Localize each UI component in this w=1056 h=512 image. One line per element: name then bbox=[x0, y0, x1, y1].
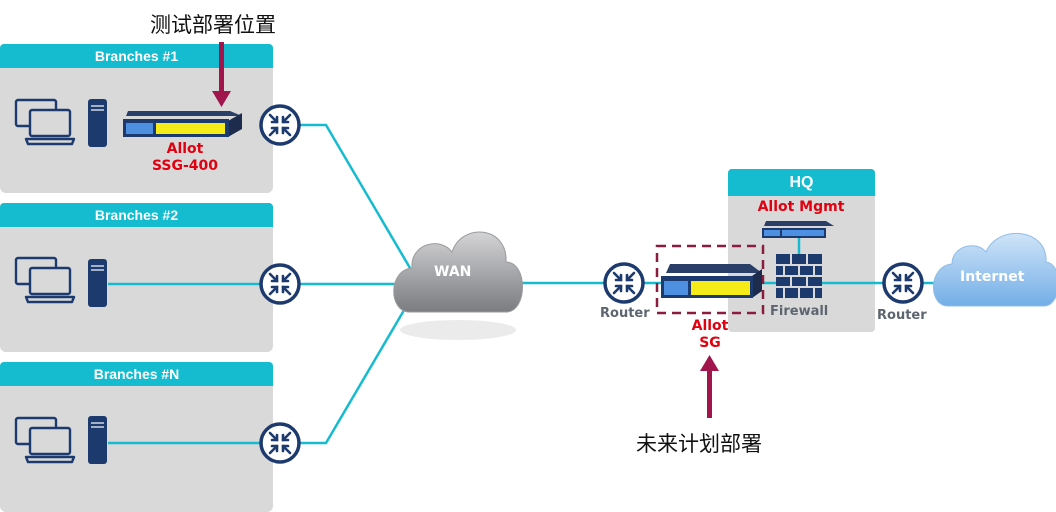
server-icon bbox=[87, 415, 108, 465]
branch-title-2: Branches #2 bbox=[0, 203, 273, 227]
allot-mgmt-device bbox=[762, 221, 834, 238]
allot-ssg400-device bbox=[123, 111, 242, 137]
future-deploy-arrow bbox=[700, 355, 719, 418]
link-branch1-wan bbox=[298, 123, 412, 269]
sg-label: Allot SG bbox=[670, 318, 750, 352]
router-label-right: Router bbox=[877, 308, 927, 323]
ssg400-label-line2: SSG-400 bbox=[151, 158, 219, 174]
firewall-label: Firewall bbox=[770, 304, 829, 319]
internet-label: Internet bbox=[960, 269, 1025, 285]
branch-title-n: Branches #N bbox=[0, 362, 273, 386]
laptop-icon bbox=[14, 256, 76, 304]
router-icon bbox=[259, 104, 301, 146]
router-icon bbox=[259, 263, 301, 305]
server-icon bbox=[87, 258, 108, 308]
test-deploy-label: 测试部署位置 bbox=[150, 13, 276, 37]
router-icon bbox=[882, 262, 924, 304]
mgmt-label: Allot Mgmt bbox=[757, 199, 845, 215]
link-branchn-wan bbox=[298, 299, 412, 445]
future-deploy-label: 未来计划部署 bbox=[636, 432, 762, 456]
allot-sg-device bbox=[661, 264, 762, 298]
internet-cloud-icon bbox=[933, 232, 1056, 307]
wan-label: WAN bbox=[434, 264, 472, 280]
server-icon bbox=[87, 98, 108, 148]
sg-label-line1: Allot bbox=[691, 318, 729, 334]
wan-cloud-icon bbox=[393, 231, 523, 340]
branch-title-1: Branches #1 bbox=[0, 44, 273, 68]
router-label-left: Router bbox=[600, 306, 650, 321]
laptop-icon bbox=[14, 416, 76, 464]
laptop-icon bbox=[14, 98, 76, 146]
sg-label-line2: SG bbox=[699, 335, 721, 351]
future-deploy-highlight bbox=[655, 244, 765, 315]
hq-panel bbox=[728, 169, 875, 332]
ssg400-label-line1: Allot bbox=[166, 141, 204, 157]
test-deploy-arrow bbox=[212, 42, 231, 107]
router-icon bbox=[603, 262, 645, 304]
router-icon bbox=[259, 422, 301, 464]
ssg400-label: Allot SSG-400 bbox=[140, 141, 230, 175]
hq-title: HQ bbox=[728, 169, 875, 196]
firewall-icon bbox=[776, 254, 822, 298]
